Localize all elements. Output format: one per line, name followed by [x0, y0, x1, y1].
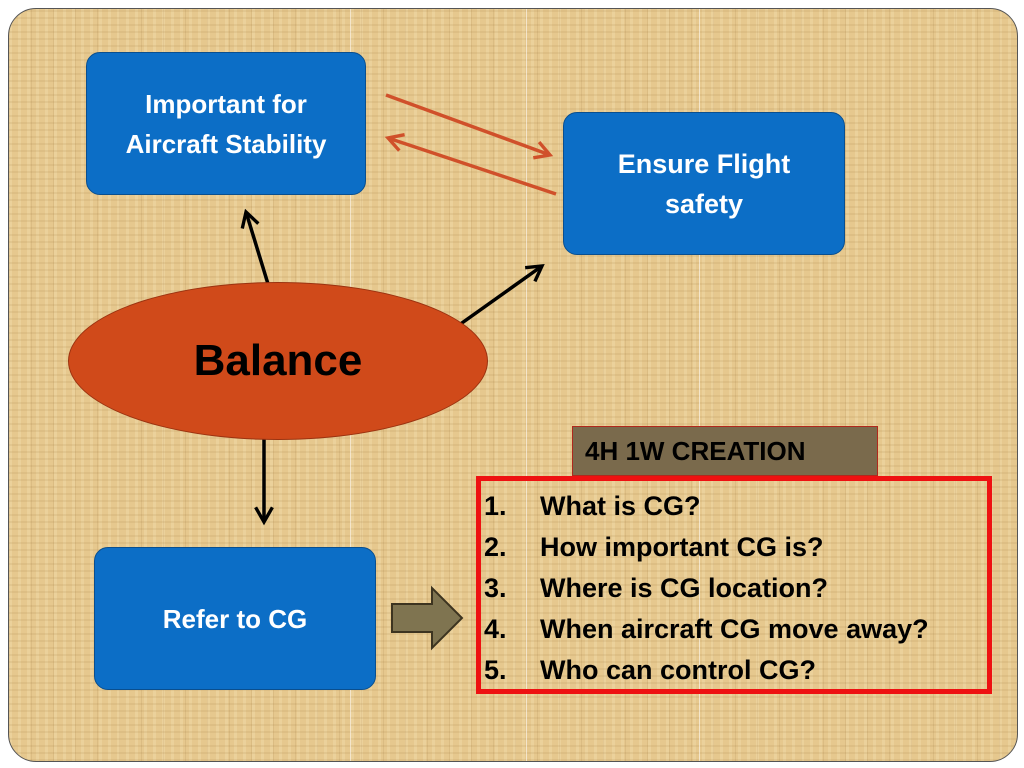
list-item: 3. Where is CG location? — [484, 568, 984, 609]
list-item-number: 3. — [484, 573, 507, 603]
questions-frame — [476, 476, 992, 694]
node-refer-to-cg: Refer to CG — [94, 547, 376, 690]
creation-tag: 4H 1W CREATION — [572, 426, 878, 476]
node-aircraft-stability-label: Important for Aircraft Stability — [125, 88, 327, 159]
arrow-safety-to-stability — [384, 133, 557, 196]
list-item-text: Who can control CG? — [540, 655, 816, 685]
list-item: 2. How important CG is? — [484, 527, 984, 568]
list-item-text: What is CG? — [540, 491, 701, 521]
list-item-text: When aircraft CG move away? — [540, 614, 929, 644]
node-aircraft-stability: Important for Aircraft Stability — [86, 52, 366, 195]
divider-line — [526, 9, 527, 761]
list-item-text: Where is CG location? — [540, 573, 829, 603]
creation-tag-label: 4H 1W CREATION — [585, 436, 806, 466]
block-arrow-right — [391, 585, 464, 651]
node-flight-safety-label: Ensure Flight safety — [617, 148, 791, 219]
arrow-stability-to-safety — [385, 93, 554, 160]
list-item-text: How important CG is? — [540, 532, 824, 562]
node-refer-to-cg-label: Refer to CG — [162, 603, 308, 634]
questions-list: 1. What is CG? 2. How important CG is? 3… — [484, 486, 984, 691]
list-item: 5. Who can control CG? — [484, 650, 984, 691]
list-item-number: 4. — [484, 614, 507, 644]
list-item: 1. What is CG? — [484, 486, 984, 527]
list-item-number: 1. — [484, 491, 507, 521]
list-item-number: 5. — [484, 655, 507, 685]
node-balance: Balance — [68, 282, 488, 440]
list-item: 4. When aircraft CG move away? — [484, 609, 984, 650]
list-item-number: 2. — [484, 532, 507, 562]
node-flight-safety: Ensure Flight safety — [563, 112, 845, 255]
divider-line — [699, 9, 700, 761]
node-balance-label: Balance — [193, 336, 363, 385]
